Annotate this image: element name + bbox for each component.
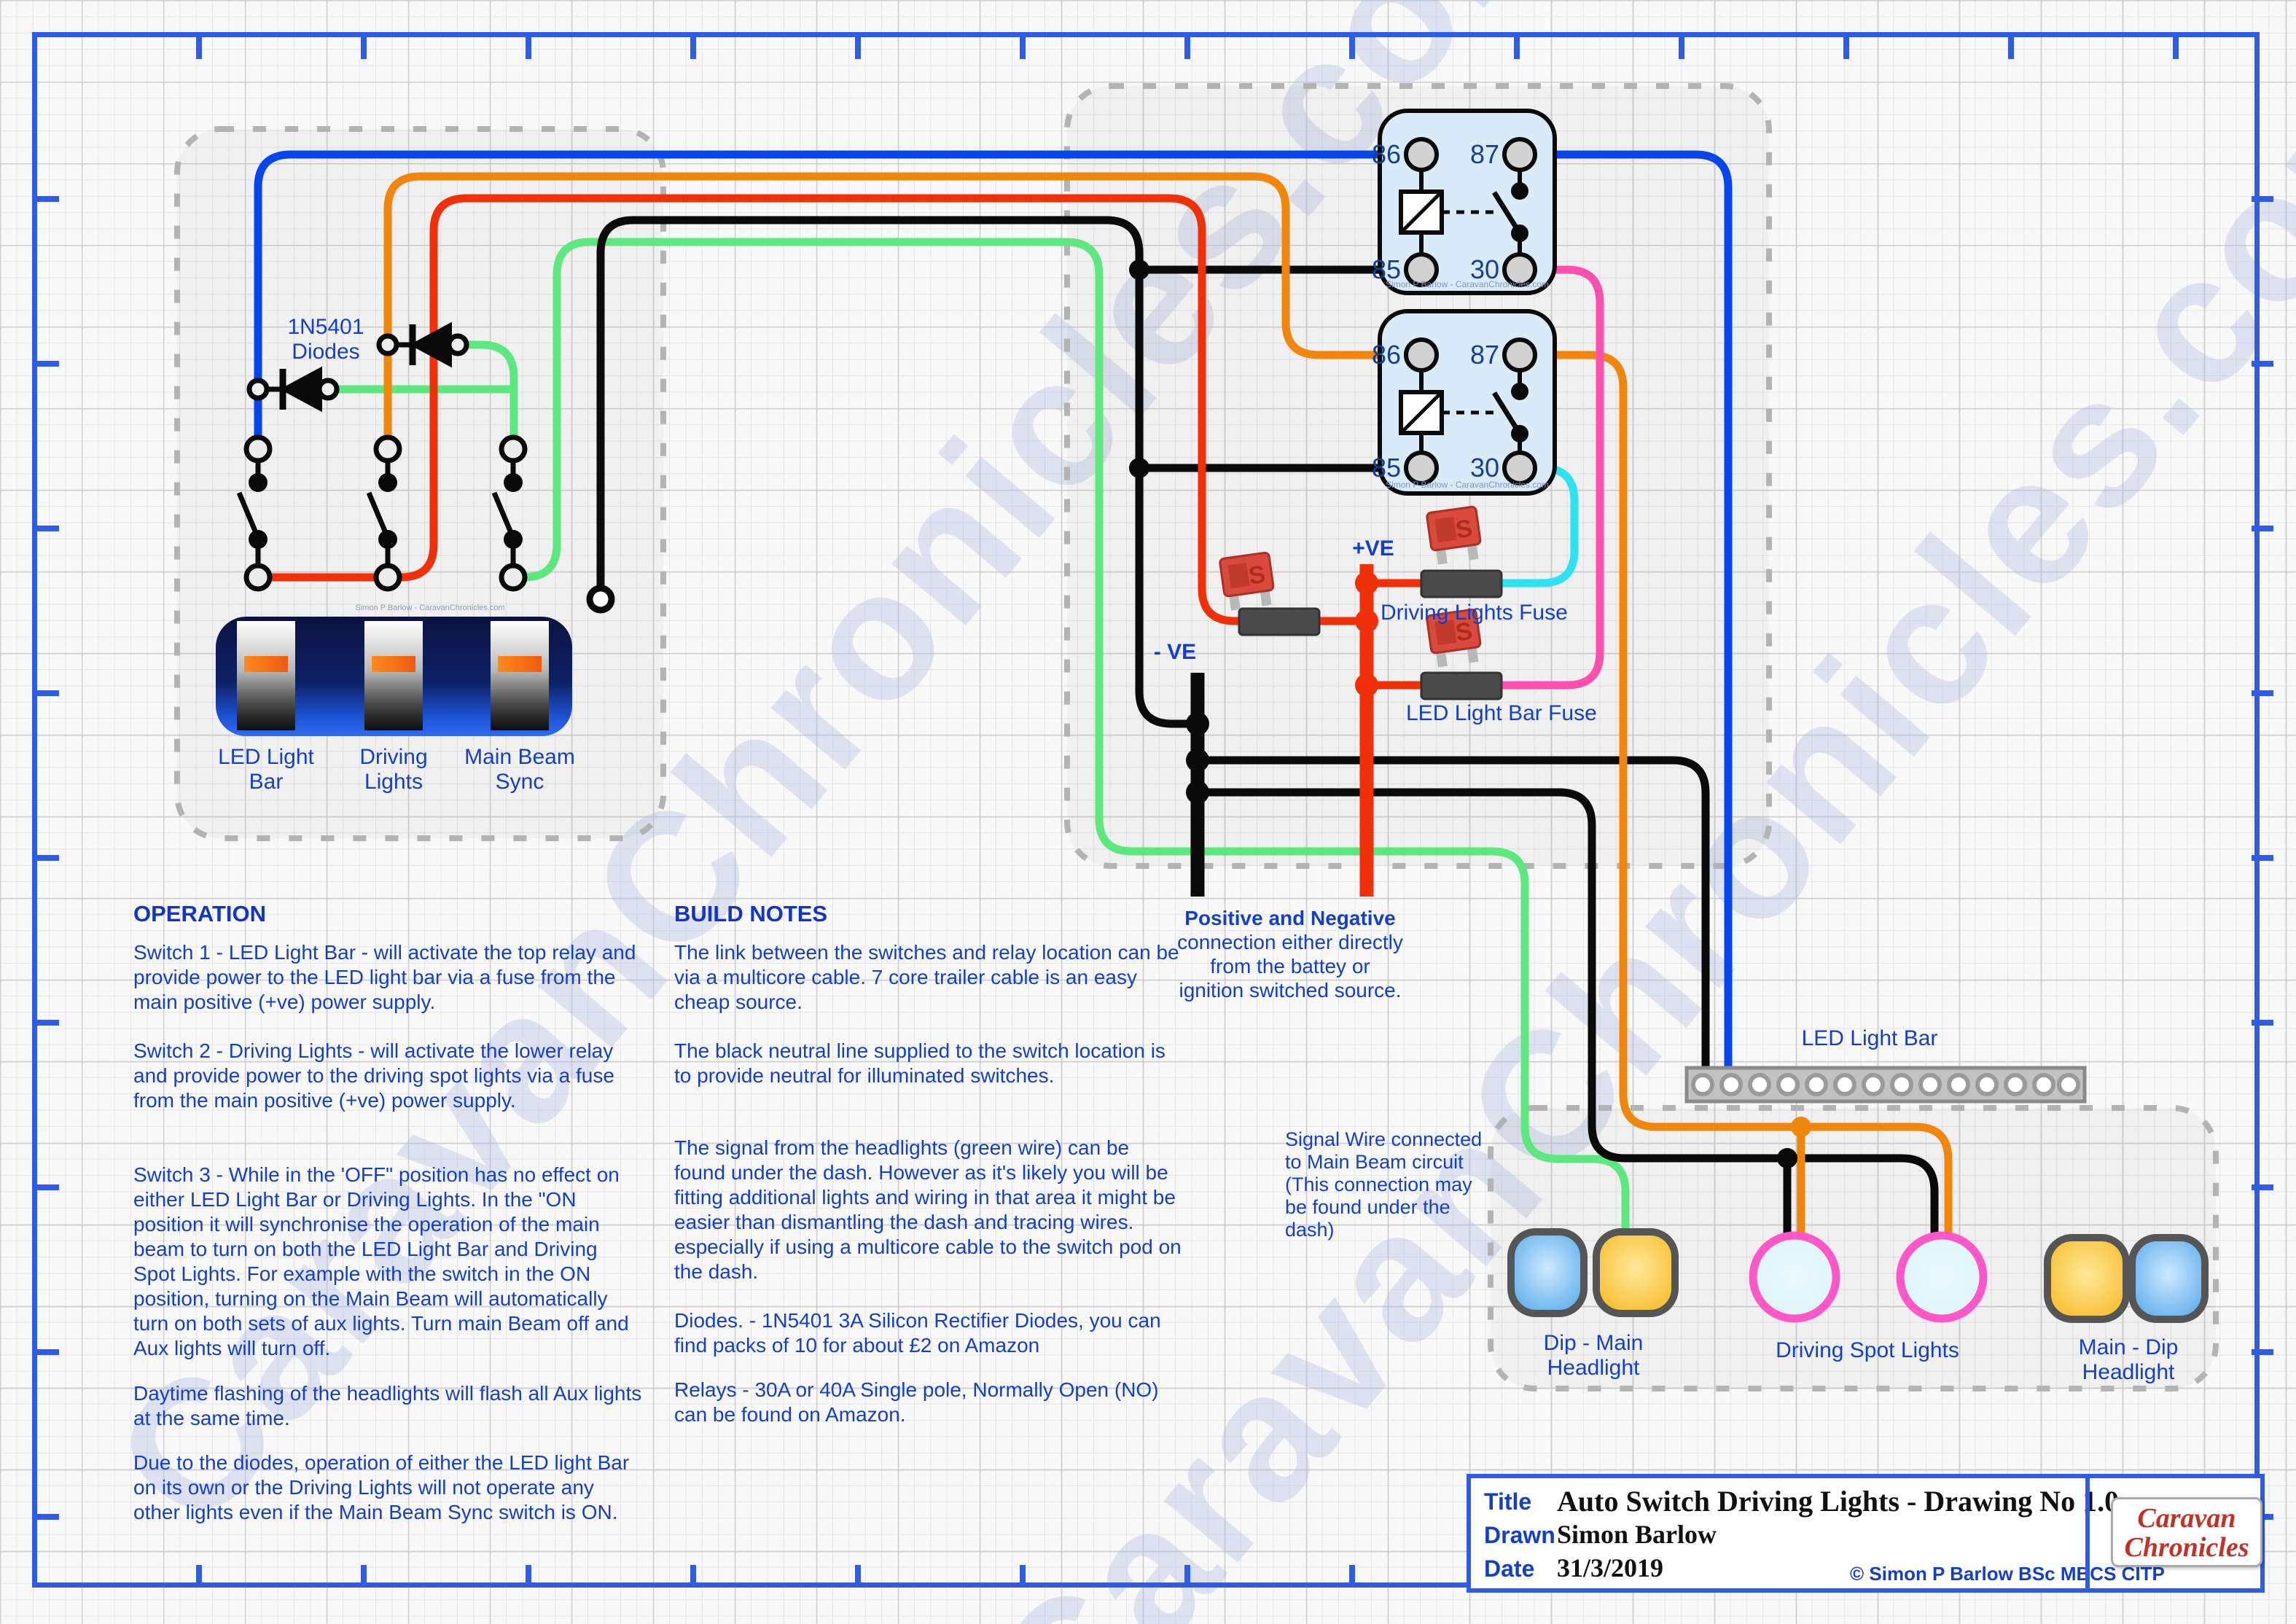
led-fuse-label: LED Light Bar Fuse <box>1406 701 1597 725</box>
relay2-pin-85 <box>1404 450 1439 485</box>
ring-terminal <box>586 585 615 614</box>
panel-credit: Simon P Barlow - CaravanChronicles.com <box>355 604 505 612</box>
orange-junction <box>1791 1117 1811 1137</box>
operation-p4: Daytime flashing of the headlights will … <box>133 1382 642 1429</box>
relay-2-driving-lights: 86 87 85 30 Simon P Barlow - CaravanChro… <box>1372 309 1557 496</box>
operation-p1: Switch 1 - LED Light Bar - will activate… <box>133 941 636 1013</box>
main-dip-label: Main - Dip Headlight <box>2078 1335 2179 1384</box>
relay2-pin85-label: 85 <box>1372 453 1401 483</box>
wire-blue-relay1-to-ledbar <box>1520 150 1733 1070</box>
drawn-by: Simon Barlow <box>1557 1520 1717 1549</box>
relay1-pin-86 <box>1404 137 1439 172</box>
date-label: Date <box>1484 1555 1535 1582</box>
relay2-pin87-label: 87 <box>1470 340 1499 370</box>
led-light-bar <box>1684 1066 2087 1104</box>
vehicle-lights-zone <box>1488 1105 2219 1391</box>
relay1-pin-87 <box>1502 137 1537 172</box>
relay1-credit: Simon P Barlow - CaravanChronicles.com <box>1386 279 1549 289</box>
fuse-main-feed: S <box>1219 551 1321 636</box>
relay1-pin30-label: 30 <box>1470 254 1499 284</box>
positive-terminal-label: +VE <box>1352 536 1394 561</box>
diode-1 <box>246 366 340 413</box>
border-ticks-right <box>2252 37 2273 1587</box>
build-notes-p3: The signal from the headlights (green wi… <box>674 1136 1182 1283</box>
relay2-pin-86 <box>1404 337 1439 372</box>
relay-1-led-light-bar: 86 87 85 30 Simon P Barlow - CaravanChro… <box>1372 109 1557 295</box>
operation-heading: OPERATION <box>133 901 266 926</box>
positive-bus-junctions <box>1355 571 1378 697</box>
switch-1-led-light-bar <box>236 434 273 592</box>
caravan-chronicles-logo: Caravan Chronicles <box>2111 1497 2262 1567</box>
wire-black-relay-85-feeds <box>1139 265 1421 472</box>
dip-main-label: Dip - Main Headlight <box>1543 1331 1644 1380</box>
relay1-pin-30 <box>1502 252 1537 287</box>
wire-black-switch-neutral <box>596 216 1198 728</box>
relay2-pin-30 <box>1502 450 1537 485</box>
switch2-label: Driving Lights <box>359 745 428 794</box>
logo-line1: Caravan <box>2137 1503 2236 1534</box>
switch-3-main-beam-sync <box>491 434 528 592</box>
diode-2 <box>376 321 469 368</box>
wire-red-switch-feed <box>258 194 1239 625</box>
build-notes-p1: The link between the switches and relay … <box>674 941 1179 1013</box>
title-label: Title <box>1484 1488 1532 1515</box>
junction-dots <box>1129 259 1797 1168</box>
driving-spot-lights <box>1749 1231 1988 1323</box>
drawing-title: Auto Switch Driving Lights - Drawing No … <box>1557 1485 2120 1518</box>
operation-p5: Due to the diodes, operation of either t… <box>133 1451 630 1523</box>
power-note-title: Positive and Negative <box>1184 907 1396 929</box>
operation-p3: Switch 3 - While in the 'OFF" position h… <box>133 1163 629 1359</box>
relay2-pin86-label: 86 <box>1372 340 1401 370</box>
relay1-pin86-label: 86 <box>1372 139 1401 169</box>
build-notes-p5: Relays - 30A or 40A Single pole, Normall… <box>674 1378 1159 1426</box>
rocker-indicator <box>244 656 288 672</box>
build-notes-p2: The black neutral line supplied to the s… <box>674 1039 1165 1087</box>
wire-green-mainbeam-signal <box>513 238 1630 1232</box>
relay1-pin85-label: 85 <box>1372 254 1401 284</box>
border-ticks-top <box>37 37 2254 59</box>
switch3-label: Main Beam Sync <box>464 745 575 794</box>
switch1-label: LED Light Bar <box>218 745 314 794</box>
negative-terminal-label: - VE <box>1153 640 1197 664</box>
logo-line2: Chronicles <box>2124 1532 2249 1563</box>
operation-p2: Switch 2 - Driving Lights - will activat… <box>133 1039 614 1112</box>
drawing-date: 31/3/2019 <box>1557 1553 1664 1582</box>
diode-label: 1N5401 Diodes <box>287 315 364 364</box>
driving-fuse-label: Driving Lights Fuse <box>1381 601 1568 625</box>
svg-text:S: S <box>1454 515 1475 544</box>
wire-pink-relay1-30-to-ledfuse <box>1502 265 1604 690</box>
wire-black-ledbar-neutral <box>1198 756 1710 1070</box>
power-note: Positive and Negative connection either … <box>1122 906 1458 1002</box>
fuse-driving-lights: S <box>1420 505 1503 598</box>
relay2-credit: Simon P Barlow - CaravanChronicles.com <box>1386 480 1549 490</box>
led-bar-label: LED Light Bar <box>1801 1026 1938 1050</box>
border-ticks-left <box>37 37 59 1587</box>
copyright: © Simon P Barlow BSc MBCS CITP <box>1850 1563 2165 1585</box>
power-note-body: connection either directly from the batt… <box>1177 931 1403 1002</box>
wire-black-spots-neutral <box>1198 788 1939 1235</box>
main-dip-headlight <box>2044 1234 2209 1323</box>
dip-main-headlight <box>1507 1228 1679 1317</box>
svg-text:S: S <box>1454 617 1475 647</box>
relay2-pin-87 <box>1502 337 1537 372</box>
wire-orange-relay2-to-spots <box>1520 351 1953 1235</box>
relay1-pin87-label: 87 <box>1470 139 1499 169</box>
relay2-pin30-label: 30 <box>1470 453 1499 483</box>
build-notes-p4: Diodes. - 1N5401 3A Silicon Rectifier Di… <box>674 1309 1161 1356</box>
wire-orange-switch2-to-relay2 <box>383 172 1421 449</box>
svg-text:S: S <box>1247 561 1268 590</box>
build-notes-heading: BUILD NOTES <box>674 901 828 926</box>
drawn-label: Drawn <box>1484 1522 1555 1548</box>
title-block: Title Auto Switch Driving Lights - Drawi… <box>1467 1474 2265 1593</box>
fuse-led-light-bar: S <box>1420 608 1503 700</box>
switch-2-driving-lights <box>366 434 402 592</box>
wire-blue-switch1-to-relay1 <box>254 150 1421 449</box>
relay1-pin-85 <box>1404 252 1439 287</box>
switch-panel <box>216 617 572 736</box>
signal-wire-note: Signal Wire connected to Main Beam circu… <box>1285 1128 1483 1241</box>
spot-lights-label: Driving Spot Lights <box>1776 1338 1959 1362</box>
title-block-divider <box>2085 1478 2090 1588</box>
